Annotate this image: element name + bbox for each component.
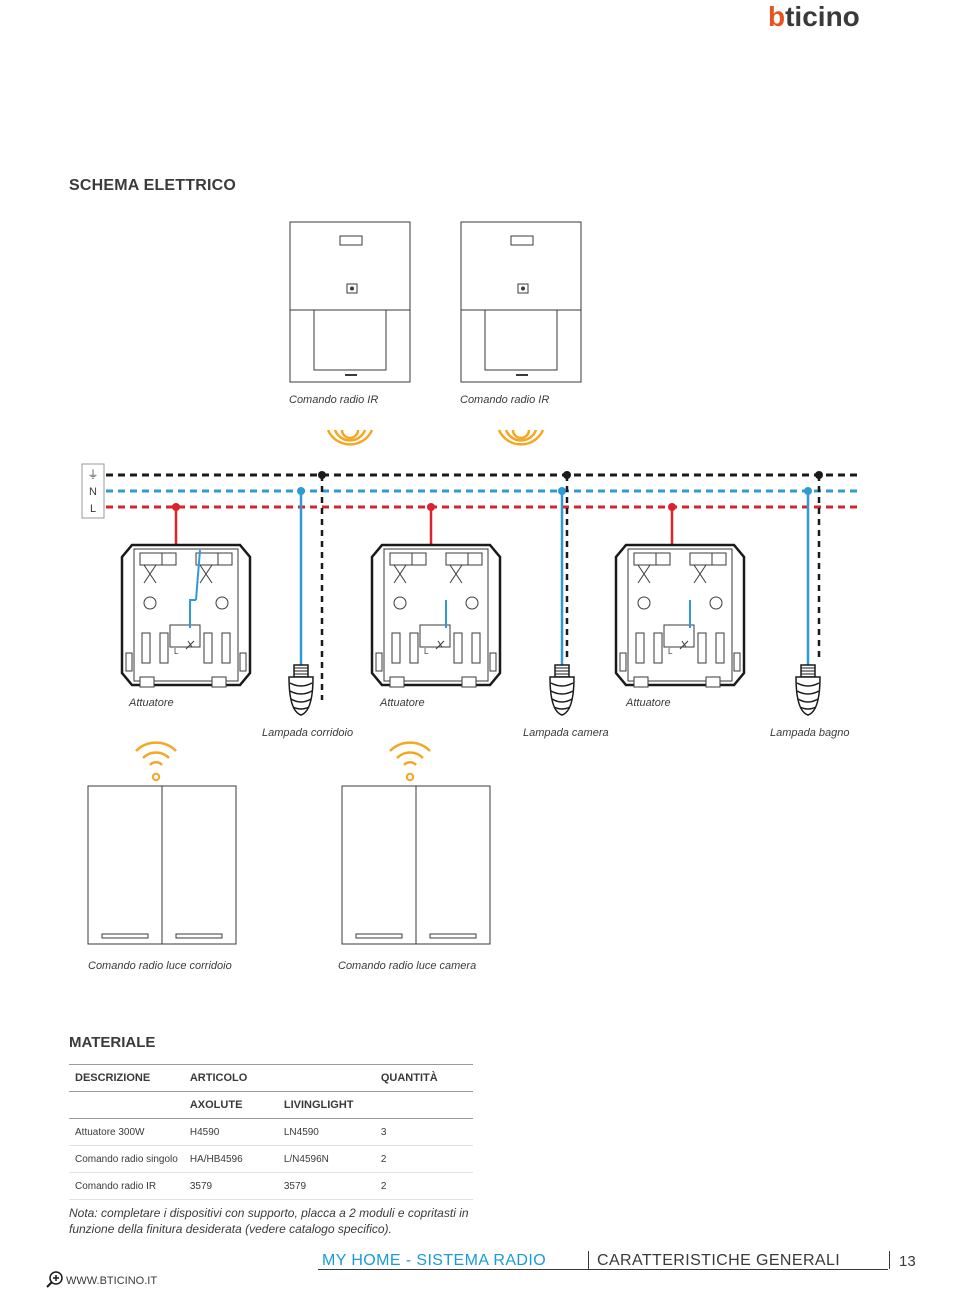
terminal-label-3: L	[668, 647, 673, 656]
cell-livinglight: L/N4596N	[277, 1145, 375, 1173]
header-quantita: QUANTITÀ	[374, 1064, 473, 1092]
ir-label-1: Comando radio IR	[289, 394, 378, 406]
cell-quantita: 2	[374, 1172, 473, 1200]
materials-table: DESCRIZIONE ARTICOLO QUANTITÀ AXOLUTE LI…	[69, 1064, 473, 1200]
bticino-logo: bticino	[768, 2, 860, 30]
footer-system: MY HOME - SISTEMA RADIO	[322, 1252, 547, 1269]
line-legend-box	[81, 463, 105, 519]
cmd-wave-1	[134, 741, 178, 782]
footer-rule	[318, 1269, 888, 1270]
header-livinglight: LIVINGLIGHT	[277, 1091, 375, 1119]
header-axolute: AXOLUTE	[183, 1091, 278, 1119]
note-text: Nota: completare i dispositivi con suppo…	[69, 1206, 469, 1236]
actuator-label-2: Attuatore	[379, 697, 425, 709]
cell-quantita: 2	[374, 1145, 473, 1173]
actuator-2	[370, 543, 502, 689]
lamp-label-3: Lampada bagno	[770, 727, 850, 739]
section-title: SCHEMA ELETTRICO	[69, 177, 237, 194]
header-articolo: ARTICOLO	[183, 1064, 278, 1092]
cell-descrizione: Attuatore 300W	[69, 1118, 184, 1146]
cell-quantita: 3	[374, 1118, 473, 1146]
cell-axolute: H4590	[183, 1118, 278, 1146]
ir-remote-1	[289, 221, 411, 383]
ir-wave-1	[326, 428, 374, 446]
actuator-3	[614, 543, 746, 689]
actuator-label-1: Attuatore	[128, 697, 174, 709]
header-descrizione: DESCRIZIONE	[69, 1064, 184, 1092]
terminal-label-1: L	[174, 647, 179, 656]
cmd-panel-1	[87, 785, 237, 945]
lamp-1	[288, 664, 314, 716]
wiring-diagram: Comando radio IR Comando radio IR ⏚ N L …	[81, 221, 860, 972]
cell-axolute: 3579	[183, 1172, 278, 1200]
cmd-wave-2	[388, 741, 432, 782]
zoom-in-icon[interactable]	[46, 1270, 64, 1288]
cell-descrizione: Comando radio IR	[69, 1172, 184, 1200]
lamp-2	[549, 664, 575, 716]
page-number: 13	[899, 1253, 916, 1270]
footer-divider	[588, 1251, 589, 1269]
cmd-panel-2	[341, 785, 491, 945]
cell-livinglight: LN4590	[277, 1118, 375, 1146]
ir-remote-2	[460, 221, 582, 383]
lamp-3	[795, 664, 821, 716]
cell-descrizione: Comando radio singolo	[69, 1145, 184, 1173]
table-row: Comando radio IR 3579 3579 2	[69, 1172, 473, 1200]
website-link[interactable]: WWW.BTICINO.IT	[66, 1275, 158, 1287]
earth-label: ⏚	[88, 468, 99, 481]
actuator-label-3: Attuatore	[625, 697, 671, 709]
live-label: L	[90, 503, 96, 515]
lamp-label-2: Lampada camera	[523, 727, 609, 739]
actuator-1	[120, 543, 252, 689]
terminal-label-2: L	[424, 647, 429, 656]
ir-label-2: Comando radio IR	[460, 394, 549, 406]
ir-wave-2	[497, 428, 545, 446]
table-row: Attuatore 300W H4590 LN4590 3	[69, 1118, 473, 1146]
table-row: Comando radio singolo HA/HB4596 L/N4596N…	[69, 1145, 473, 1173]
cmd-label-2: Comando radio luce camera	[338, 960, 476, 972]
neutral-label: N	[89, 486, 97, 498]
logo-wordmark: bticino	[768, 2, 860, 30]
cell-axolute: HA/HB4596	[183, 1145, 278, 1173]
cmd-label-1: Comando radio luce corridoio	[88, 960, 232, 972]
materiale-title: MATERIALE	[69, 1034, 156, 1051]
footer-divider	[889, 1251, 890, 1269]
footer-section: CARATTERISTICHE GENERALI	[597, 1252, 841, 1269]
cell-livinglight: 3579	[277, 1172, 375, 1200]
lamp-label-1: Lampada corridoio	[262, 727, 353, 739]
